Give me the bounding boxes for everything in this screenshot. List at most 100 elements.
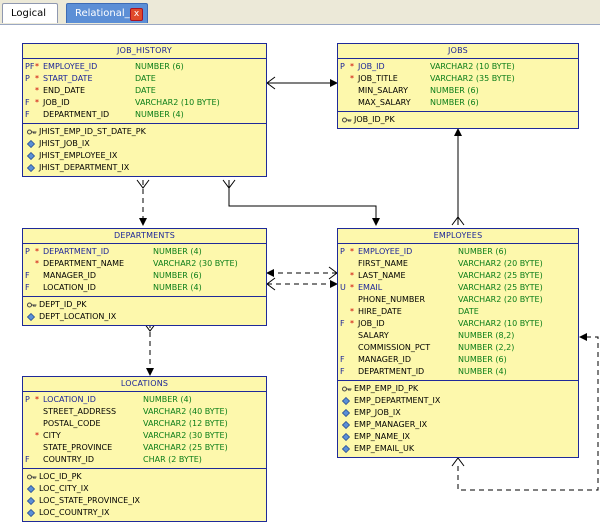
index-row[interactable]: JOB_ID_PK: [338, 114, 578, 126]
rel-employees-self: [457, 333, 599, 491]
index-row[interactable]: JHIST_JOB_IX: [23, 138, 266, 150]
index-row[interactable]: EMP_DEPARTMENT_IX: [338, 395, 578, 407]
column-type: VARCHAR2 (10 BYTE): [135, 98, 220, 107]
index-row[interactable]: EMP_EMAIL_UK: [338, 443, 578, 455]
index-row[interactable]: EMP_NAME_IX: [338, 431, 578, 443]
index-name: JOB_ID_PK: [354, 115, 395, 124]
index-row[interactable]: JHIST_EMPLOYEE_IX: [23, 150, 266, 162]
column-name: JOB_ID: [43, 98, 70, 107]
index-row[interactable]: LOC_CITY_IX: [23, 483, 266, 495]
column-type: NUMBER (8,2): [458, 331, 515, 340]
index-diamond-icon: [27, 140, 36, 148]
index-row[interactable]: LOC_STATE_PROVINCE_IX: [23, 495, 266, 507]
column-type: NUMBER (2,2): [458, 343, 515, 352]
required-marker: *: [35, 259, 39, 268]
index-row[interactable]: JHIST_DEPARTMENT_IX: [23, 162, 266, 174]
column-name: DEPARTMENT_NAME: [43, 259, 125, 268]
column-key-flag: P: [340, 247, 345, 256]
tab-relational[interactable]: Relational_1 x: [66, 3, 148, 23]
entity-title: DEPARTMENTS: [23, 229, 266, 244]
index-name: LOC_ID_PK: [39, 472, 82, 481]
column-key-flag: F: [25, 98, 30, 107]
index-row[interactable]: EMP_MANAGER_IX: [338, 419, 578, 431]
column-type: DATE: [458, 307, 479, 316]
rel-jobhistory-employees: [228, 180, 380, 226]
required-marker: *: [35, 247, 39, 256]
crowfoot-employees-self: [451, 457, 465, 467]
column-name: LOCATION_ID: [43, 283, 96, 292]
required-marker: *: [35, 431, 39, 440]
column-type: VARCHAR2 (10 BYTE): [458, 319, 543, 328]
tab-logical[interactable]: Logical: [2, 3, 58, 23]
index-name: EMP_NAME_IX: [354, 432, 411, 441]
column-type: VARCHAR2 (25 BYTE): [458, 283, 543, 292]
key-icon: [27, 302, 37, 308]
crowfoot-departments-employees: [266, 277, 276, 291]
column-name: START_DATE: [43, 74, 93, 83]
key-icon: [342, 386, 352, 392]
column-type: NUMBER (6): [458, 355, 507, 364]
key-icon: [27, 474, 37, 480]
index-row[interactable]: DEPT_ID_PK: [23, 299, 266, 311]
column-type: NUMBER (6): [458, 247, 507, 256]
column-type: VARCHAR2 (40 BYTE): [143, 407, 228, 416]
column-key-flag: F: [340, 355, 345, 364]
column-name: JOB_ID: [358, 319, 385, 328]
index-row[interactable]: EMP_EMP_ID_PK: [338, 383, 578, 395]
index-diamond-icon: [27, 509, 36, 517]
column-name: END_DATE: [43, 86, 86, 95]
index-diamond-icon: [342, 421, 351, 429]
column-key-flag: F: [25, 271, 30, 280]
column-key-flag: U: [340, 283, 346, 292]
index-row[interactable]: LOC_ID_PK: [23, 471, 266, 483]
column-name: COUNTRY_ID: [43, 455, 95, 464]
entity-title: EMPLOYEES: [338, 229, 578, 244]
index-row[interactable]: LOC_COUNTRY_IX: [23, 507, 266, 519]
index-row[interactable]: EMP_JOB_IX: [338, 407, 578, 419]
close-tab-icon[interactable]: x: [130, 8, 143, 21]
index-row[interactable]: DEPT_LOCATION_IX: [23, 311, 266, 323]
column-name: DEPARTMENT_ID: [43, 247, 110, 256]
index-name: JHIST_JOB_IX: [39, 139, 90, 148]
index-row[interactable]: JHIST_EMP_ID_ST_DATE_PK: [23, 126, 266, 138]
entity-title: JOB_HISTORY: [23, 44, 266, 59]
